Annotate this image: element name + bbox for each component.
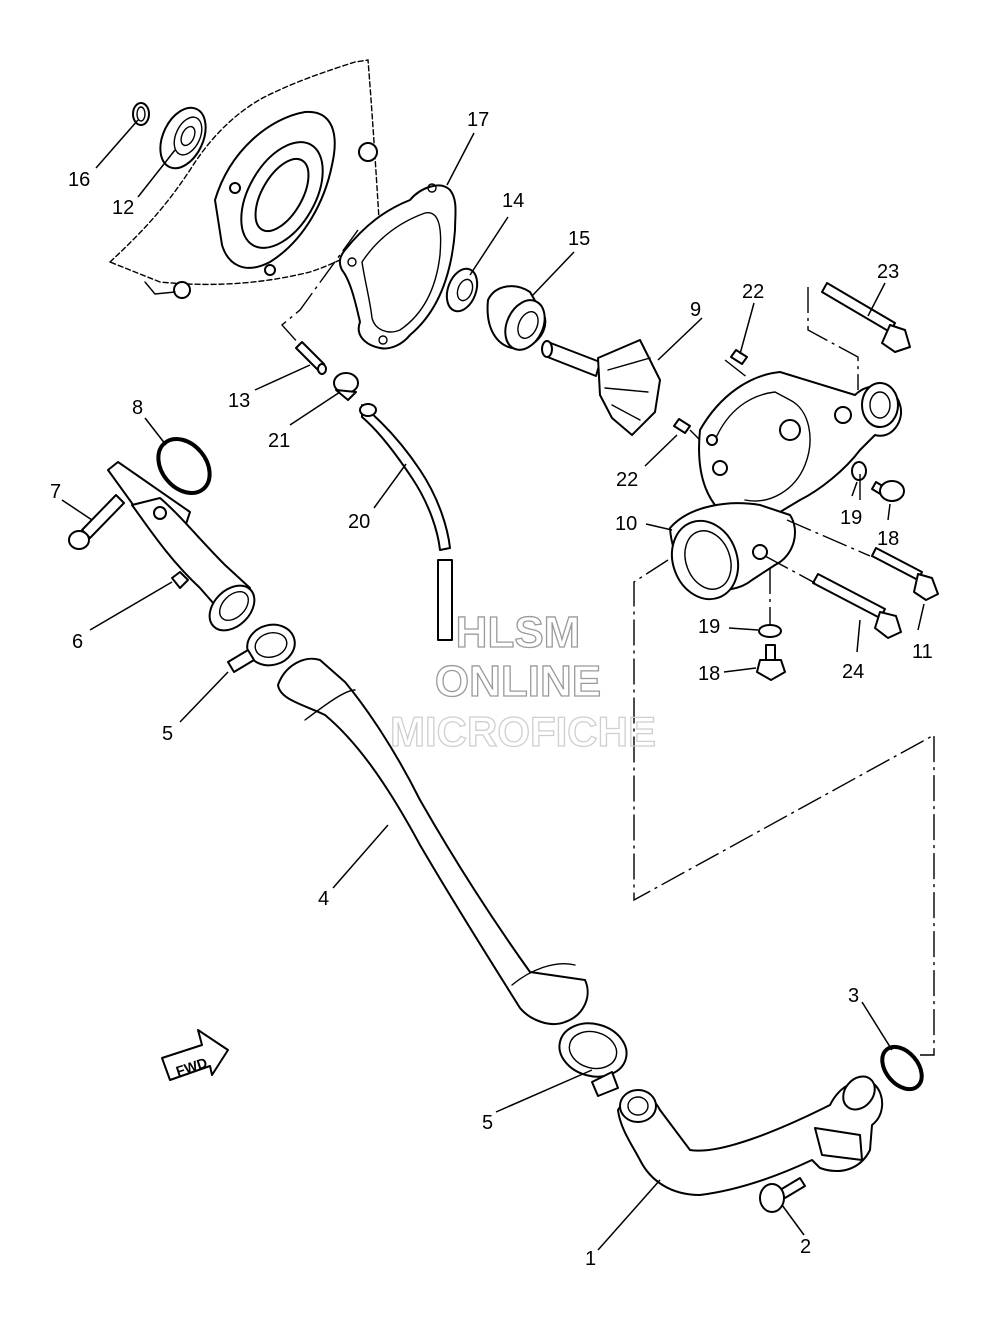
part-4-hose[interactable] <box>277 657 589 1026</box>
part-18-bolt-upper[interactable] <box>871 480 905 502</box>
part-22-dowel-lower[interactable] <box>673 418 691 434</box>
callout-18-upper: 18 <box>877 528 899 550</box>
part-15-seal[interactable] <box>486 285 553 356</box>
leader-lines <box>61 119 925 1251</box>
part-23-bolt[interactable] <box>821 282 911 353</box>
callout-15: 15 <box>568 228 590 250</box>
part-2-bolt[interactable] <box>759 1177 806 1213</box>
part-11-bolt[interactable] <box>871 547 939 601</box>
part-22-dowel-upper[interactable] <box>730 349 748 365</box>
callout-23: 23 <box>877 261 899 283</box>
pump-housing[interactable] <box>698 371 903 527</box>
callout-11: 11 <box>912 641 933 663</box>
callout-8: 8 <box>132 397 143 419</box>
part-24-bolt[interactable] <box>812 573 902 639</box>
callout-3: 3 <box>848 985 859 1007</box>
part-18-bolt-lower[interactable] <box>756 644 786 681</box>
part-9-impeller[interactable] <box>541 339 661 436</box>
callouts: 1 2 3 4 5 5 6 7 8 9 10 11 12 13 14 15 16… <box>50 109 933 1270</box>
part-16-circlip[interactable] <box>132 102 150 126</box>
callout-18-lower: 18 <box>698 663 720 685</box>
callout-13: 13 <box>228 390 250 412</box>
callout-14: 14 <box>502 190 524 212</box>
callout-7: 7 <box>50 481 61 503</box>
callout-19-upper: 19 <box>840 507 862 529</box>
part-19-washer-upper[interactable] <box>851 461 867 481</box>
part-1-outlet-pipe[interactable] <box>617 1070 884 1196</box>
watermark: HLSM ONLINE MICROFICHE <box>389 607 656 755</box>
callout-17: 17 <box>467 109 489 131</box>
watermark-line-2: ONLINE <box>435 657 601 706</box>
callout-5-upper: 5 <box>162 723 173 745</box>
crankcase-cover <box>108 59 381 299</box>
watermark-line-3: MICROFICHE <box>390 708 656 755</box>
callout-12: 12 <box>112 197 134 219</box>
part-10-elbow[interactable] <box>661 502 796 608</box>
part-14-oil-seal[interactable] <box>441 265 482 316</box>
callout-24: 24 <box>842 661 864 683</box>
fwd-arrow-icon: FWD <box>161 1029 229 1081</box>
part-17-gasket[interactable] <box>338 183 457 350</box>
callout-10: 10 <box>615 513 637 535</box>
part-3-o-ring[interactable] <box>874 1039 929 1096</box>
callout-22-lower: 22 <box>616 469 638 491</box>
part-6-inlet-pipe[interactable] <box>107 461 263 639</box>
callout-22-upper: 22 <box>742 281 764 303</box>
callout-1: 1 <box>585 1248 596 1270</box>
callout-21: 21 <box>268 430 290 452</box>
part-12-bearing[interactable] <box>151 101 214 176</box>
callout-19-lower: 19 <box>698 616 720 638</box>
callout-6: 6 <box>72 631 83 653</box>
callout-16: 16 <box>68 169 90 191</box>
reference-lines <box>280 229 935 1056</box>
part-19-washer-lower[interactable] <box>758 624 782 638</box>
callout-9: 9 <box>690 299 701 321</box>
part-20-hose[interactable] <box>359 403 453 641</box>
callout-2: 2 <box>800 1236 811 1258</box>
part-5-clamp-upper[interactable] <box>227 619 299 673</box>
callout-4: 4 <box>318 888 329 910</box>
part-21-clamp[interactable] <box>333 372 359 401</box>
part-7-bolt[interactable] <box>68 494 125 550</box>
callout-5-lower: 5 <box>482 1112 493 1134</box>
watermark-line-1: HLSM <box>456 608 581 657</box>
callout-20: 20 <box>348 511 370 533</box>
part-5-clamp-lower[interactable] <box>553 1016 632 1097</box>
